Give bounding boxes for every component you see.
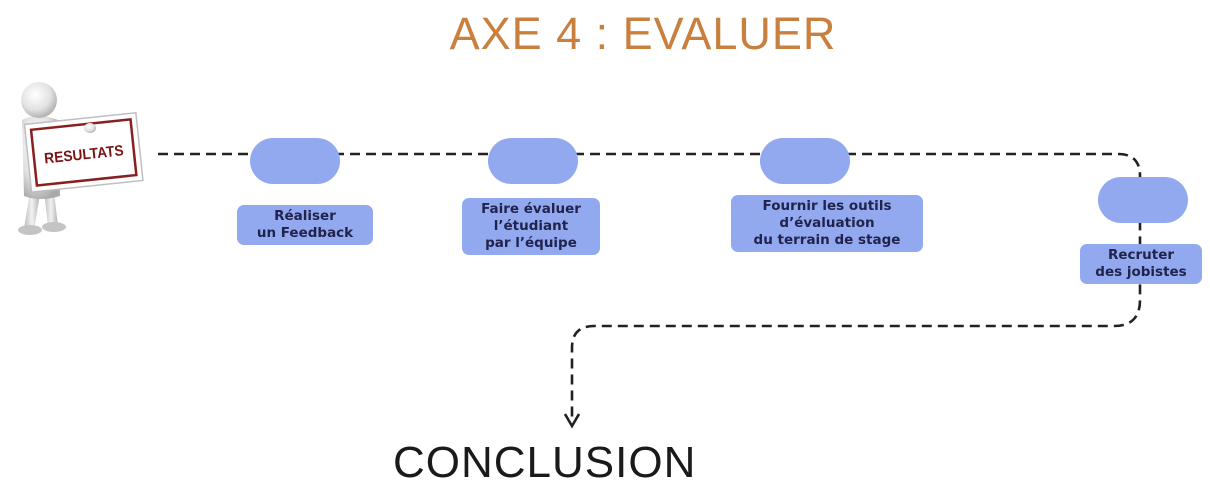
- slide-title: AXE 4 : EVALUER: [449, 8, 837, 59]
- step-1-node: [250, 138, 340, 184]
- figure-with-sign-icon: RESULTATS: [18, 82, 144, 235]
- arrow-down-icon: [563, 413, 581, 429]
- step-2-label: Faire évaluer l’étudiant par l’équipe: [462, 198, 600, 255]
- conclusion-heading: CONCLUSION: [393, 438, 697, 487]
- step-4-node: [1098, 177, 1188, 223]
- step-2-node: [488, 138, 578, 184]
- step-3-label: Fournir les outils d’évaluation du terra…: [731, 195, 923, 252]
- step-4-label: Recruter des jobistes: [1080, 244, 1202, 284]
- step-1-label: Réaliser un Feedback: [237, 205, 373, 245]
- step-3-node: [760, 138, 850, 184]
